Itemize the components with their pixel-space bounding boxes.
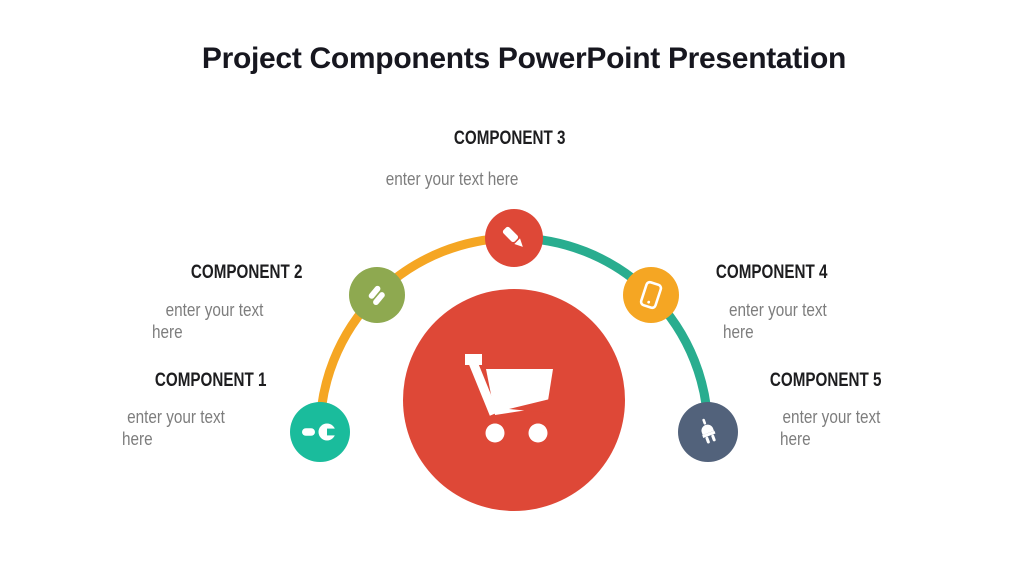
binoculars-icon bbox=[368, 285, 385, 306]
shopping-cart-icon bbox=[465, 354, 553, 443]
plug-icon bbox=[701, 418, 716, 444]
component-4-label: COMPONENT 4 bbox=[716, 262, 828, 283]
smartphone-icon bbox=[639, 280, 663, 310]
node-component-4 bbox=[623, 267, 679, 323]
center-circle bbox=[403, 289, 625, 511]
component-4-body: enter your text here bbox=[723, 300, 827, 342]
component-2-label: COMPONENT 2 bbox=[191, 262, 303, 283]
node-component-5 bbox=[678, 402, 738, 462]
node-component-2 bbox=[349, 267, 405, 323]
component-3-label: COMPONENT 3 bbox=[454, 128, 566, 149]
wrench-icon bbox=[302, 423, 339, 441]
node-component-3 bbox=[485, 209, 543, 267]
node-component-1 bbox=[290, 402, 350, 462]
slide-title: Project Components PowerPoint Presentati… bbox=[201, 42, 847, 75]
component-5-label: COMPONENT 5 bbox=[770, 370, 882, 391]
component-1-body: enter your text here bbox=[122, 407, 225, 449]
component-3-body: enter your text here bbox=[385, 169, 519, 189]
component-1-label: COMPONENT 1 bbox=[155, 370, 267, 391]
component-5-body: enter your text here bbox=[780, 407, 881, 449]
component-2-body: enter your text here bbox=[152, 300, 264, 342]
